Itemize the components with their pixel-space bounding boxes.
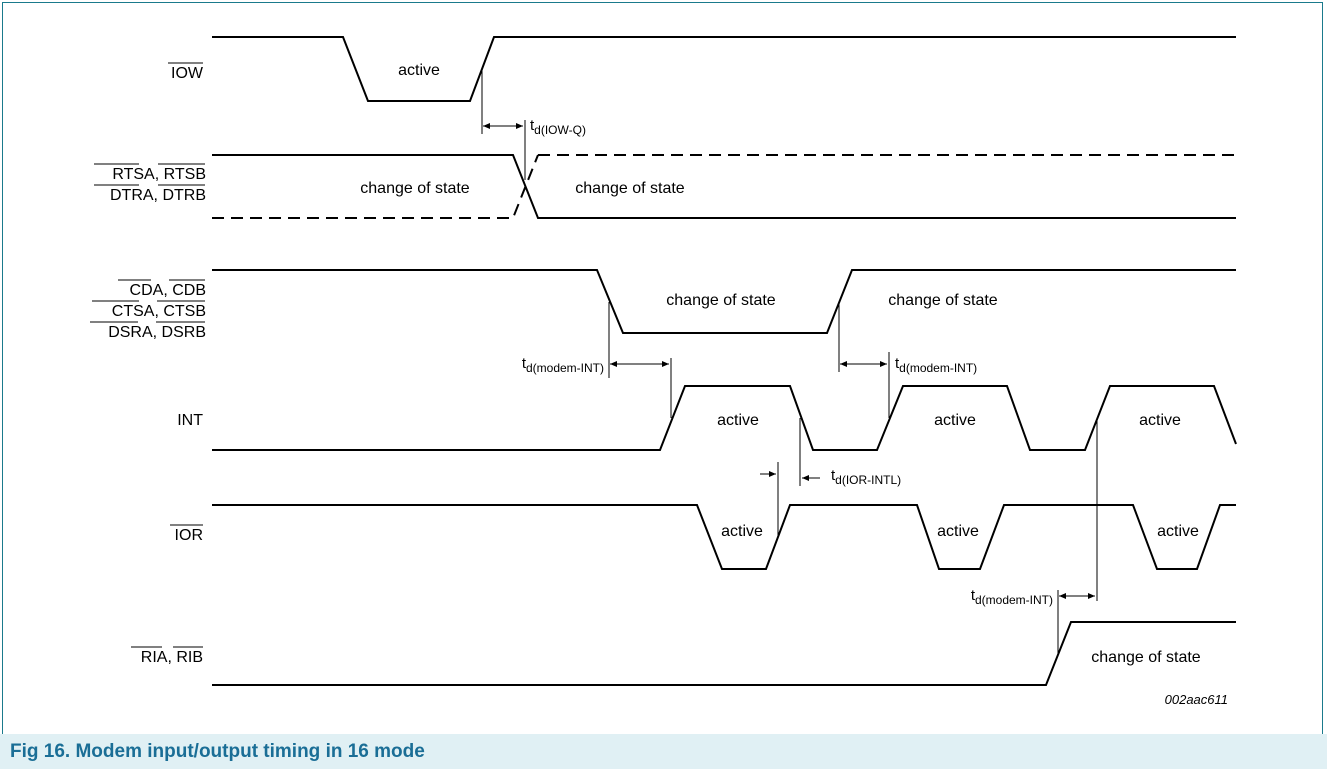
label-rtsa: RTSA — [112, 166, 155, 183]
label-dtra-dtrb: DTRA, DTRB — [110, 187, 206, 204]
waveform-int — [212, 385, 1237, 451]
label-rtsa-rtsb: RTSA, RTSB — [112, 166, 206, 183]
label-active-int-3: active — [1139, 412, 1181, 429]
timing-ior-intl: td(IOR-INTL) — [831, 467, 901, 487]
waveform-iow — [212, 36, 1236, 102]
label-iow: IOW — [171, 65, 204, 82]
label-sep: , — [163, 282, 172, 299]
timing-modem-int-1: td(modem-INT) — [522, 355, 604, 375]
timing-annotations: td(IOW-Q) td(modem-INT) td(modem-INT) td… — [481, 68, 1098, 654]
label-ctsb: CTSB — [163, 303, 206, 320]
label-change-rts-1: change of state — [360, 180, 470, 197]
timing-modem-int-3: td(modem-INT) — [971, 587, 1053, 607]
label-change-ri: change of state — [1091, 649, 1201, 666]
label-sep: , — [154, 303, 163, 320]
label-active-ior-3: active — [1157, 523, 1199, 540]
label-change-cd-2: change of state — [888, 292, 998, 309]
label-change-rts-2: change of state — [575, 180, 685, 197]
label-active-ior-2: active — [937, 523, 979, 540]
label-ria-rib: RIA, RIB — [141, 649, 203, 666]
label-ctsa: CTSA — [112, 303, 155, 320]
label-cdb: CDB — [172, 282, 206, 299]
label-ctsa-ctsb: CTSA, CTSB — [112, 303, 206, 320]
waveform-ior — [212, 504, 1236, 570]
region-labels: active change of state change of state c… — [360, 62, 1201, 666]
timing-modem-int-2: td(modem-INT) — [895, 355, 977, 375]
label-sep: , — [153, 324, 162, 341]
figure-caption: Fig 16. Modem input/output timing in 16 … — [0, 734, 1327, 769]
waveform-rts-low-dashed — [212, 154, 539, 219]
label-change-cd-1: change of state — [666, 292, 776, 309]
label-sep: , — [167, 649, 176, 666]
label-cda: CDA — [130, 282, 164, 299]
label-active-iow: active — [398, 62, 440, 79]
label-sep: , — [155, 166, 164, 183]
label-dsrb: DSRB — [162, 324, 206, 341]
label-dtra: DTRA — [110, 187, 154, 204]
signal-labels: IOW RTSA, RTSB DTRA, DTRB CDA, CDB CTSA,… — [90, 62, 206, 666]
label-active-int-1: active — [717, 412, 759, 429]
timing-diagram: IOW RTSA, RTSB DTRA, DTRB CDA, CDB CTSA,… — [90, 36, 1237, 707]
figure-id: 002aac611 — [1165, 692, 1228, 707]
label-cda-cdb: CDA, CDB — [130, 282, 206, 299]
waveform-cd-cts-dsr — [212, 269, 1236, 334]
label-dtrb: DTRB — [162, 187, 206, 204]
label-ria: RIA — [141, 649, 168, 666]
label-sep: , — [154, 187, 163, 204]
label-active-int-2: active — [934, 412, 976, 429]
label-active-ior-1: active — [721, 523, 763, 540]
waveform-ria-rib — [212, 621, 1236, 686]
label-dsra: DSRA — [108, 324, 153, 341]
waveforms — [212, 36, 1237, 686]
label-int: INT — [177, 412, 203, 429]
label-rtsb: RTSB — [164, 166, 206, 183]
timing-iow-q: td(IOW-Q) — [530, 117, 586, 137]
label-rib: RIB — [176, 649, 203, 666]
label-dsra-dsrb: DSRA, DSRB — [108, 324, 206, 341]
label-ior: IOR — [175, 527, 203, 544]
